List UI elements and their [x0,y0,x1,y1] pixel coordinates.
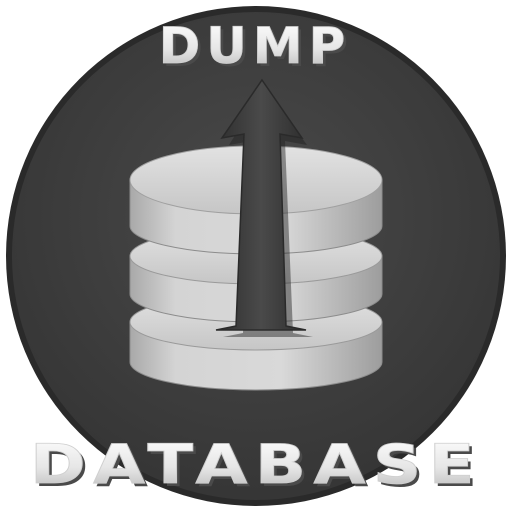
bottom-word-shadow: DATABASE [33,436,485,499]
arrow-up-icon [215,78,313,337]
top-word-shadow: DUMP [162,20,355,78]
top-word: DUMP [159,17,352,75]
bottom-word: DATABASE [30,433,482,496]
arrow-shape [215,78,307,331]
